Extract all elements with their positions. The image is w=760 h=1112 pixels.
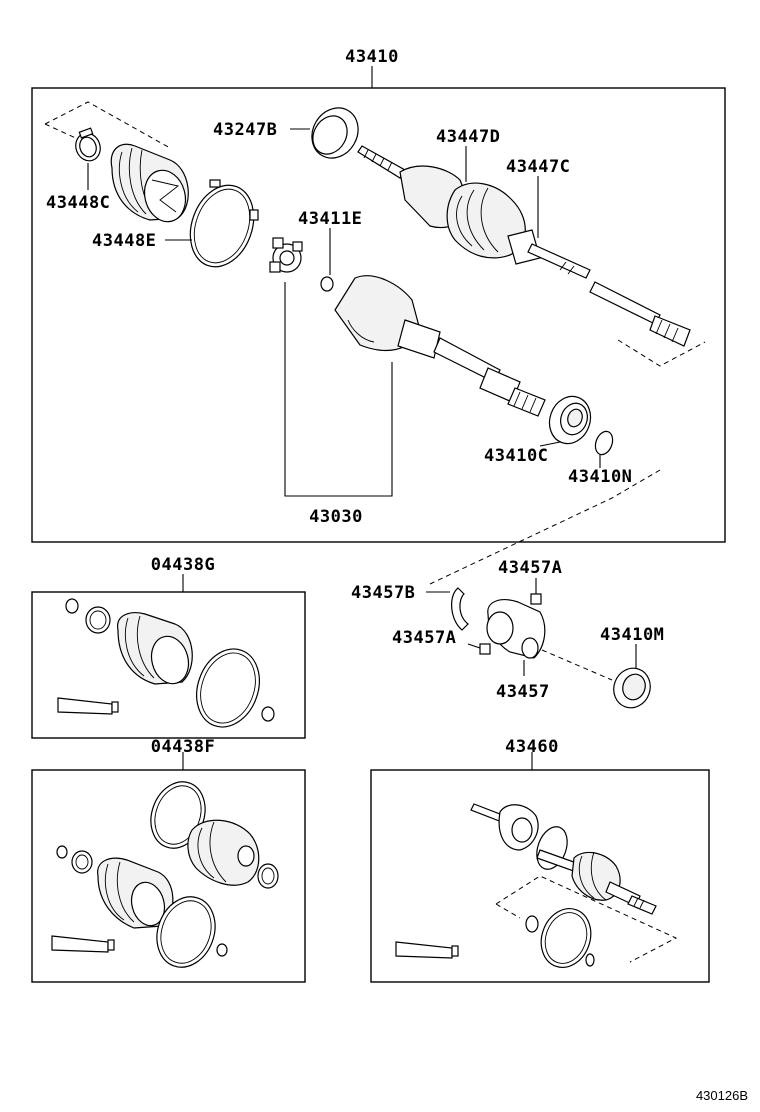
label-43411E[interactable]: 43411E bbox=[298, 209, 362, 229]
leader-43030 bbox=[284, 282, 393, 497]
label-43448C[interactable]: 43448C bbox=[46, 193, 110, 213]
snap-ring-drawing bbox=[320, 276, 334, 292]
label-43410C[interactable]: 43410C bbox=[484, 446, 548, 466]
link-dash-seal bbox=[541, 649, 613, 681]
kit-outline-right bbox=[617, 339, 706, 367]
label-43457B[interactable]: 43457B bbox=[351, 583, 415, 603]
seal-43247B-drawing bbox=[311, 107, 359, 159]
assembly-43460-parts-drawing bbox=[395, 803, 657, 968]
kit-04438F-frame bbox=[31, 769, 306, 983]
label-43410[interactable]: 43410 bbox=[345, 47, 399, 67]
inner-joint-shaft-drawing bbox=[334, 275, 546, 417]
diagram-code: 430126B bbox=[696, 1088, 748, 1103]
kit-04438F-parts-drawing bbox=[51, 781, 279, 968]
label-04438G[interactable]: 04438G bbox=[151, 555, 215, 575]
kit-04438G-frame bbox=[31, 591, 306, 739]
label-43247B[interactable]: 43247B bbox=[213, 120, 277, 140]
kit-04438G-parts-drawing bbox=[57, 598, 275, 728]
label-43447C[interactable]: 43447C bbox=[506, 157, 570, 177]
label-43410N[interactable]: 43410N bbox=[568, 467, 632, 487]
label-04438F[interactable]: 04438F bbox=[151, 737, 215, 757]
kit-outline-left bbox=[44, 101, 171, 149]
outer-shaft-drawing bbox=[357, 145, 691, 347]
kit-outline-43460-b bbox=[495, 903, 521, 919]
label-43448E[interactable]: 43448E bbox=[92, 231, 156, 251]
label-43410M[interactable]: 43410M bbox=[600, 625, 664, 645]
kit-outline-43460 bbox=[495, 875, 678, 963]
label-43457A-top[interactable]: 43457A bbox=[498, 558, 562, 578]
label-43447D[interactable]: 43447D bbox=[436, 127, 500, 147]
leader-43457A-bottom bbox=[467, 643, 481, 649]
cv-boot-left-drawing bbox=[110, 143, 189, 223]
label-43460[interactable]: 43460 bbox=[505, 737, 559, 757]
label-43457[interactable]: 43457 bbox=[496, 682, 550, 702]
label-43457A-bottom[interactable]: 43457A bbox=[392, 628, 456, 648]
leader-43410C bbox=[539, 441, 561, 447]
link-dash-lower bbox=[429, 469, 661, 585]
bracket-group-drawing bbox=[451, 587, 546, 659]
assembly-43460-frame bbox=[370, 769, 710, 983]
assembly-43410-frame bbox=[31, 87, 726, 543]
kit-outline-left-b bbox=[44, 123, 81, 141]
ring-43410N-drawing bbox=[594, 430, 614, 456]
large-boot-clamp-drawing bbox=[189, 179, 259, 268]
bearing-drawing bbox=[548, 395, 592, 445]
label-43030[interactable]: 43030 bbox=[309, 507, 363, 527]
tripod-joint-drawing bbox=[269, 237, 303, 273]
small-boot-clamp-drawing bbox=[75, 127, 101, 162]
seal-43410M-drawing bbox=[613, 667, 651, 709]
